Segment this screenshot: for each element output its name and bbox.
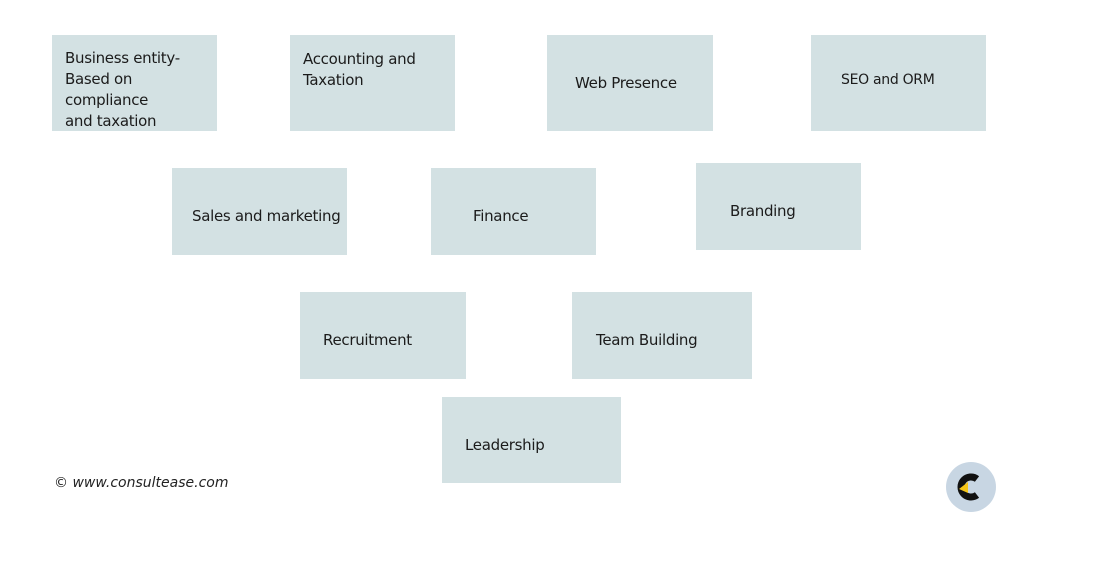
card-business-entity-label: Business entity- Based on compliance and…: [65, 49, 180, 130]
card-branding: Branding: [696, 163, 861, 250]
logo-mark-icon: [957, 473, 980, 501]
card-web-presence-label: Web Presence: [575, 74, 677, 92]
card-business-entity: Business entity- Based on compliance and…: [52, 35, 217, 131]
consultease-logo-icon: [946, 462, 996, 512]
card-seo-orm: SEO and ORM: [811, 35, 986, 131]
card-web-presence: Web Presence: [547, 35, 713, 131]
card-finance: Finance: [431, 168, 596, 255]
card-accounting-taxation-label: Accounting and Taxation: [303, 50, 416, 89]
card-branding-label: Branding: [730, 202, 796, 220]
card-leadership-label: Leadership: [465, 436, 545, 454]
card-finance-label: Finance: [473, 207, 529, 225]
card-accounting-taxation: Accounting and Taxation: [290, 35, 455, 131]
card-sales-marketing: Sales and marketing: [172, 168, 347, 255]
card-sales-marketing-label: Sales and marketing: [192, 207, 341, 225]
card-team-building: Team Building: [572, 292, 752, 379]
copyright-footer: © www.consultease.com: [54, 475, 229, 491]
card-recruitment: Recruitment: [300, 292, 466, 379]
card-recruitment-label: Recruitment: [323, 331, 412, 349]
card-leadership: Leadership: [442, 397, 621, 483]
card-team-building-label: Team Building: [596, 331, 698, 349]
card-seo-orm-label: SEO and ORM: [841, 72, 935, 88]
